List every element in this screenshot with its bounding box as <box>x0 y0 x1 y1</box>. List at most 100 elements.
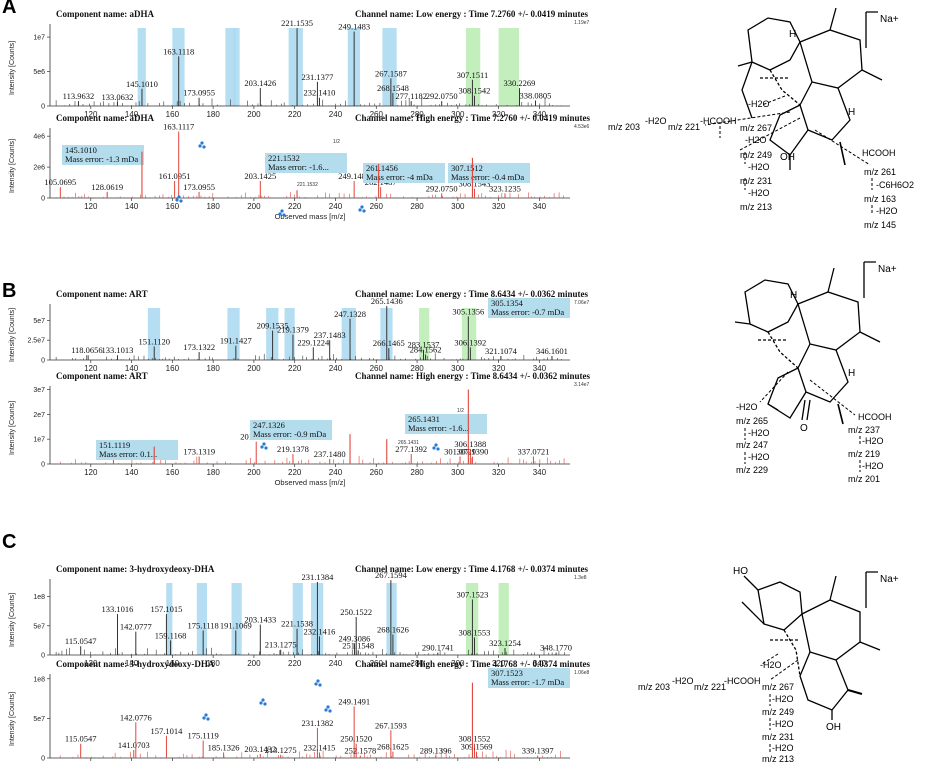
component-name: Component name: aDHA <box>56 9 154 19</box>
peak-label: 105.0695 <box>44 177 76 187</box>
fragment-marker-dot <box>360 205 364 209</box>
peak-label: 232.1410 <box>304 88 336 98</box>
highlight-span <box>498 28 520 106</box>
peak-label: 308.1542 <box>459 86 491 96</box>
fragment-marker-dot <box>318 683 322 687</box>
x-tick-label: 300 <box>451 659 465 668</box>
structure-a-arrows <box>704 95 873 215</box>
peak-label: 118.0656 <box>71 345 103 355</box>
spectrum-c-low: Component name: 3-hydroxydeoxy-DHA Channe… <box>9 564 589 668</box>
x-tick-label: 300 <box>451 364 465 373</box>
peak-label: 277.1182 <box>395 91 427 101</box>
x-tick-label: 180 <box>206 110 220 119</box>
frag-a-hcooh-2: HCOOH <box>862 148 896 158</box>
mass-error-box-bg <box>448 163 530 183</box>
y-tick-label: 2e7 <box>33 412 45 419</box>
x-tick-label: 180 <box>206 659 220 668</box>
peak-label: 249.3086 <box>339 633 371 643</box>
highlight-span <box>284 308 295 360</box>
peak-label: 309.1569 <box>461 742 493 752</box>
peak-label: 159.1168 <box>155 630 187 640</box>
mass-error-mz: 265.1431 <box>408 414 440 424</box>
fragment-marker-icon <box>358 205 366 213</box>
peak-label: 265.1436 <box>371 296 403 306</box>
peak-label: 191.1427 <box>220 336 252 346</box>
fragment-marker-dot <box>204 713 208 717</box>
x-tick-label: 260 <box>370 659 384 668</box>
peak-label: 173.0955 <box>183 88 215 98</box>
fragment-marker-dot <box>259 701 263 705</box>
peak-label: 268.1625 <box>377 742 409 752</box>
frag-b-219: m/z 219 <box>848 449 880 459</box>
frag-a-h2o-3: -H2O <box>745 135 767 145</box>
peak-label: 307.1390 <box>456 447 488 457</box>
x-tick-label: 320 <box>492 202 506 211</box>
x-tick-label: 160 <box>166 364 180 373</box>
peak-label: 308.1543 <box>459 179 491 189</box>
y-tick-label: 1e7 <box>33 35 45 42</box>
fragment-marker-dot <box>200 141 204 145</box>
peak-label: 163.1118 <box>163 46 194 56</box>
peak-label: 161.0951 <box>159 171 191 181</box>
peak-label: 185.1326 <box>208 742 240 752</box>
structure-c-arrows <box>761 653 799 754</box>
mass-error-text: Mass error: -0.9 mDa <box>253 429 326 439</box>
y-tick-label: 0 <box>41 358 45 365</box>
x-tick-label: 180 <box>206 364 220 373</box>
x-tick-label: 280 <box>410 202 424 211</box>
channel-name: Channel name: Low energy : Time 4.1768 +… <box>355 564 589 574</box>
peak-label: 142.0777 <box>120 622 152 632</box>
peak-label: 307.1523 <box>456 589 488 599</box>
peak-label: 163.1117 <box>163 122 194 132</box>
fragment-marker-dot <box>316 679 320 683</box>
mass-error-box-bg <box>405 414 487 434</box>
x-axis-label: Observed mass [m/z] <box>275 212 346 221</box>
peak-label: 175.1119 <box>188 731 219 741</box>
x-tick-label: 320 <box>492 468 506 477</box>
fragment-marker-dot <box>202 145 206 149</box>
peak-label: 209.1535 <box>257 321 289 331</box>
fragment-marker-dot <box>179 199 183 203</box>
x-tick-label: 140 <box>125 110 139 119</box>
mass-error-mz: 151.1119 <box>99 440 130 450</box>
y-tick-label: 1e8 <box>33 594 45 601</box>
peak-label: 267.1594 <box>375 570 408 580</box>
y-axis-label: Intensity [Counts] <box>9 308 16 362</box>
fragment-marker-dot <box>202 716 206 720</box>
highlight-span <box>292 583 303 655</box>
peak-label: 323.1254 <box>489 638 522 648</box>
frag-c-h2o-4: -H2O <box>772 743 794 753</box>
x-tick-label: 220 <box>288 110 302 119</box>
highlight-span <box>231 583 242 655</box>
peak-label: 348.1770 <box>540 643 572 653</box>
y-tick-label: 0 <box>41 196 45 203</box>
peak-label: 231.1377 <box>301 72 333 82</box>
atom-h-b1: H <box>790 290 797 301</box>
peak-label: 292.0750 <box>426 91 458 101</box>
peak-label: 145.1010 <box>126 79 158 89</box>
frag-a-c6h6o2: -C6H6O2 <box>876 180 914 190</box>
x-tick-label: 140 <box>125 659 139 668</box>
highlight-span <box>233 28 240 106</box>
structure-b <box>734 261 881 425</box>
y-tick-label: 5e7 <box>33 716 45 723</box>
peak-label: 175.1118 <box>188 620 219 630</box>
fragment-marker-dot <box>261 698 265 702</box>
component-name: Component name: 3-hydroxydeoxy-DHA <box>56 564 215 574</box>
fragment-marker-dot <box>432 446 436 450</box>
highlight-span <box>419 308 430 360</box>
x-tick-label: 120 <box>84 202 98 211</box>
x-tick-label: 220 <box>288 202 302 211</box>
fragment-marker-dot <box>324 708 328 712</box>
peak-label: 323.1235 <box>489 183 521 193</box>
peak-label: 157.1015 <box>151 604 183 614</box>
structure-c <box>741 571 881 720</box>
y-axis-label: Intensity [Counts] <box>9 139 16 193</box>
frag-c-h2o-1: -H2O <box>672 676 694 686</box>
x-tick-label: 160 <box>166 110 180 119</box>
peak-label: 231.1382 <box>301 718 333 728</box>
frag-b-201: m/z 201 <box>848 474 880 484</box>
